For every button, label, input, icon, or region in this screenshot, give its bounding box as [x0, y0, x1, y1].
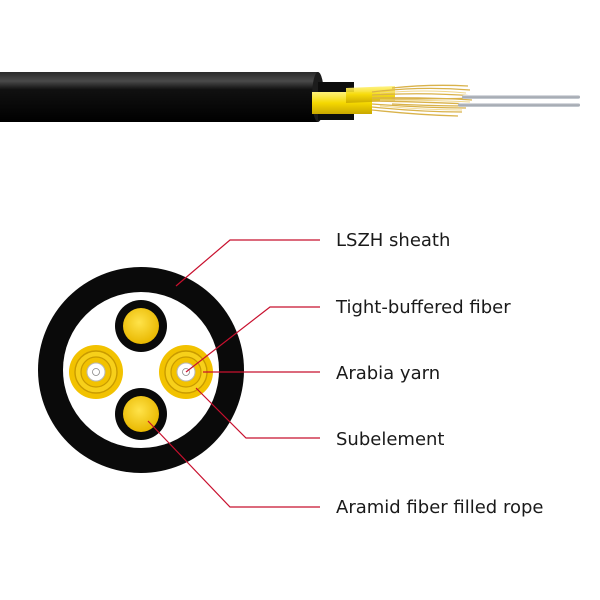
cable-side-view [0, 72, 580, 122]
inner-cavity [63, 292, 219, 448]
callout-labels: LSZH sheath Tight-buffered fiber Arabia … [335, 230, 543, 518]
leader-line-tight-buffered-fiber [185, 306, 320, 373]
label-tight-buffered-fiber: Tight-buffered fiber [335, 297, 511, 318]
aramid-yarn-strands-light [379, 90, 471, 111]
cable-jacket [0, 72, 318, 122]
label-subelement: Subelement [336, 429, 444, 450]
leader-lines [147, 239, 320, 508]
leader-line-filler-rope [147, 420, 320, 508]
label-filler-rope: Aramid fiber filled rope [336, 497, 543, 518]
leader-line-subelement [195, 387, 320, 439]
subelement-left [69, 345, 123, 399]
label-lszh-sheath: LSZH sheath [336, 230, 450, 251]
glass-fiber-lower [458, 103, 580, 107]
label-arabia-yarn: Arabia yarn [336, 363, 440, 384]
filler-rope-top [115, 300, 167, 352]
cable-cross-section [38, 267, 244, 473]
leader-line-sheath [175, 239, 320, 287]
glass-fiber-upper [462, 95, 580, 99]
